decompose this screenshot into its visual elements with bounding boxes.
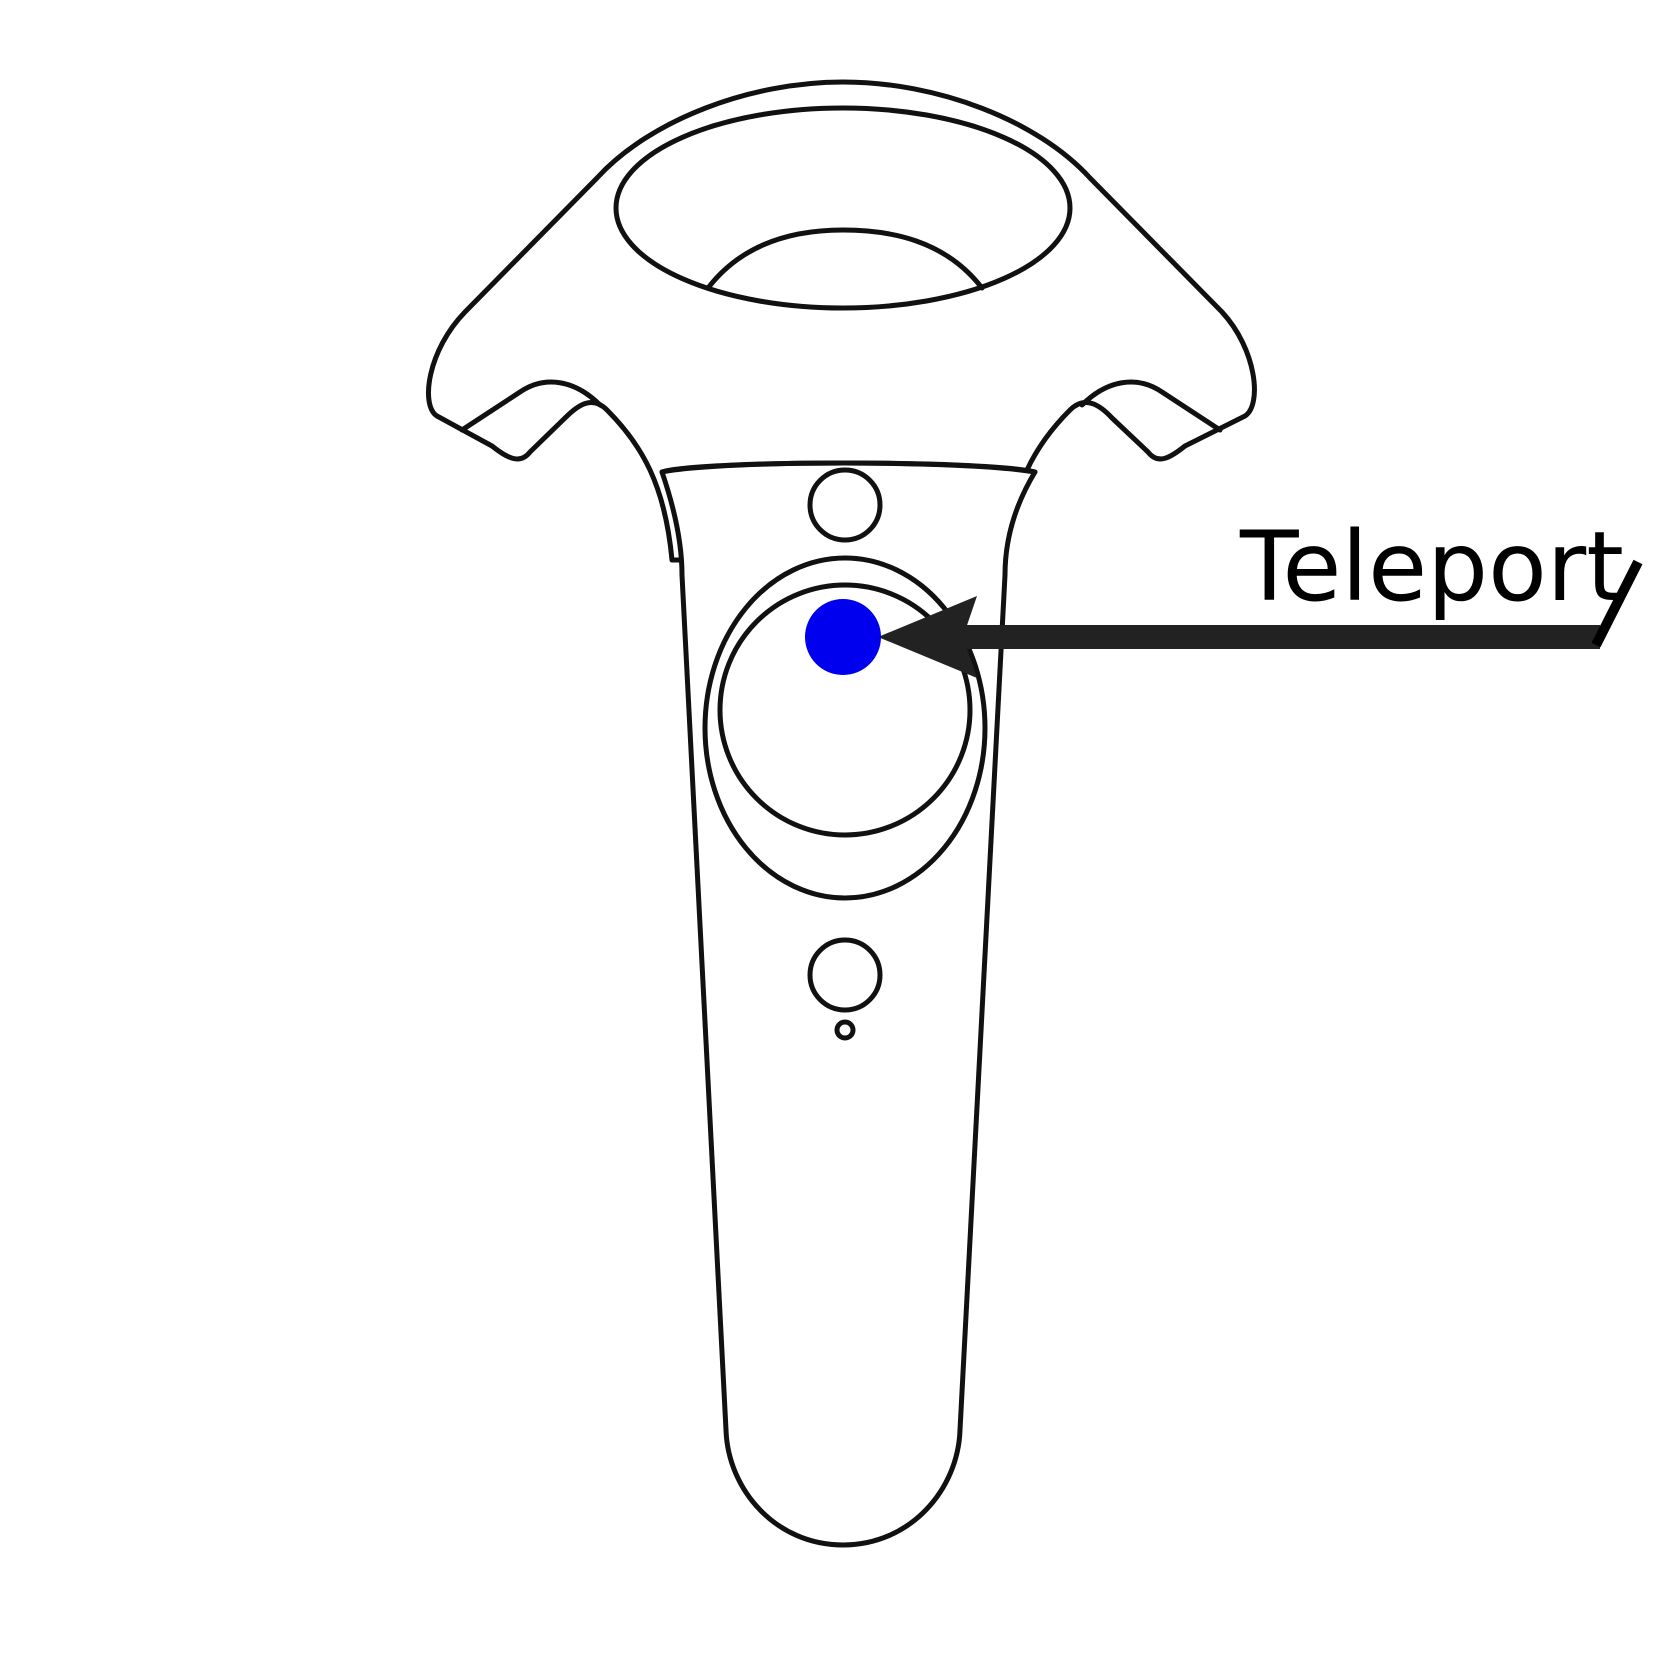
ring-inner-surface xyxy=(705,227,985,291)
handle-top-seam xyxy=(659,460,1038,475)
arrow-tail xyxy=(1591,559,1643,648)
ring-opening xyxy=(613,105,1073,311)
system-button[interactable] xyxy=(807,937,883,1013)
right-wing-detail xyxy=(1079,379,1223,433)
arrow-head xyxy=(878,596,977,678)
menu-button[interactable] xyxy=(807,467,883,543)
status-light xyxy=(834,1019,856,1041)
left-wing-detail xyxy=(459,379,603,433)
teleport-target-dot xyxy=(805,599,881,675)
teleport-label: Teleport xyxy=(1239,511,1624,623)
